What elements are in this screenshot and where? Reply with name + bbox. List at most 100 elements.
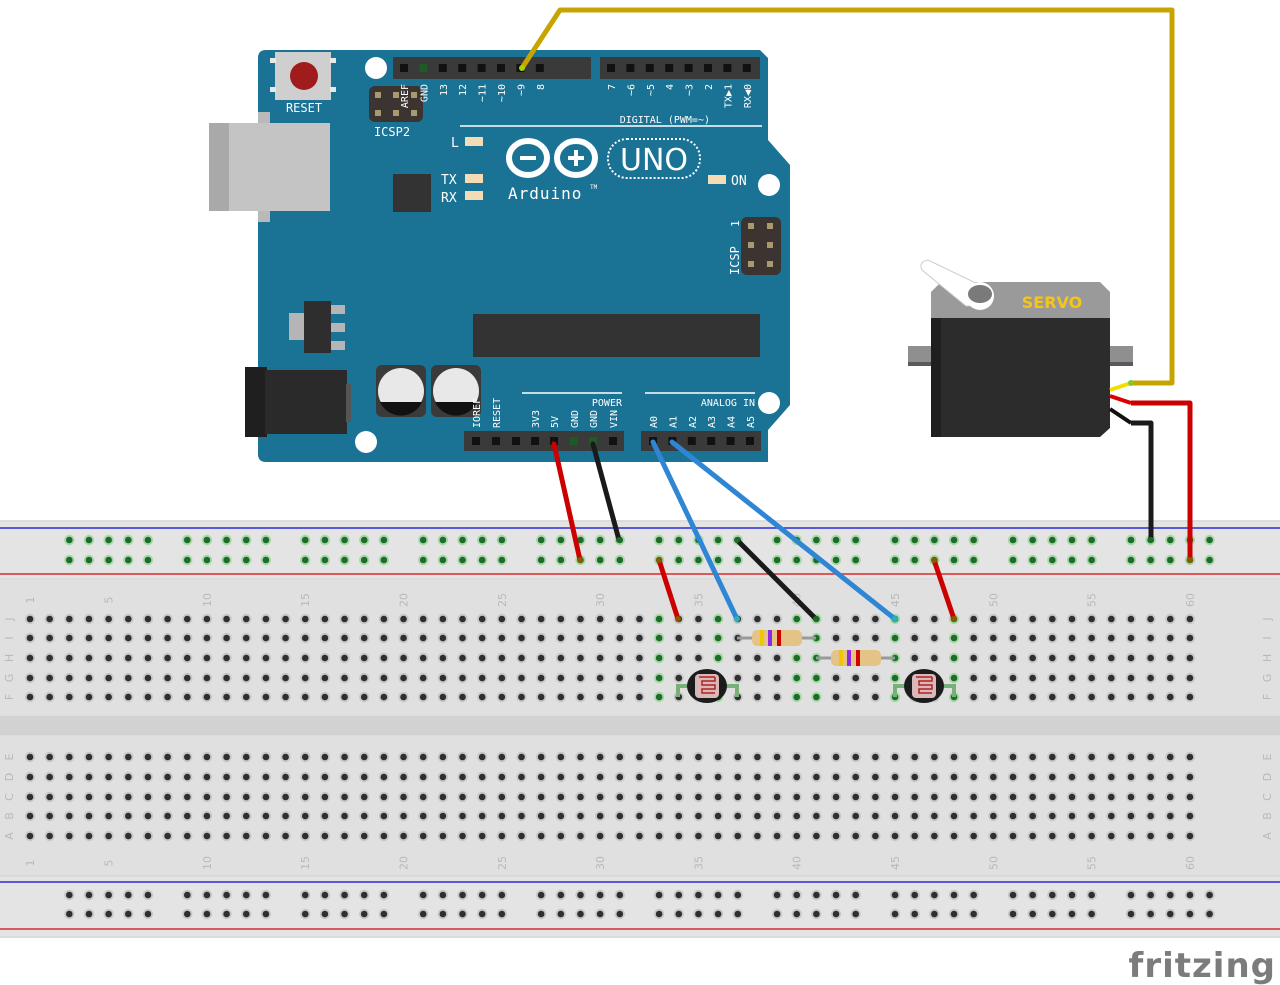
breadboard-hole[interactable]	[614, 672, 625, 684]
breadboard-hole[interactable]	[300, 672, 311, 684]
photoresistor-1[interactable]	[676, 669, 739, 703]
breadboard-hole[interactable]	[909, 613, 920, 625]
breadboard-hole[interactable]	[516, 771, 527, 783]
breadboard-hole[interactable]	[870, 613, 881, 625]
rail-hole[interactable]	[1145, 554, 1156, 566]
rail-hole[interactable]	[673, 554, 684, 566]
breadboard-hole[interactable]	[948, 830, 960, 842]
breadboard-hole[interactable]	[1066, 810, 1078, 822]
breadboard-hole[interactable]	[83, 672, 95, 684]
breadboard-hole[interactable]	[614, 771, 625, 783]
breadboard-hole[interactable]	[948, 810, 960, 822]
breadboard-hole[interactable]	[44, 791, 55, 803]
breadboard-hole[interactable]	[575, 672, 586, 684]
rail-hole[interactable]	[378, 908, 390, 920]
header-pin[interactable]: ~5	[645, 64, 657, 96]
breadboard-hole[interactable]	[948, 652, 960, 664]
breadboard-hole[interactable]	[1066, 691, 1078, 703]
breadboard-hole[interactable]	[1125, 751, 1137, 763]
rail-hole[interactable]	[476, 889, 488, 901]
breadboard-hole[interactable]	[103, 691, 114, 703]
breadboard-hole[interactable]	[241, 632, 252, 644]
breadboard-hole[interactable]	[1066, 652, 1078, 664]
breadboard-hole[interactable]	[614, 691, 625, 703]
breadboard-hole[interactable]	[732, 652, 743, 664]
rail-hole[interactable]	[221, 534, 232, 546]
breadboard-hole[interactable]	[24, 652, 36, 664]
breadboard-hole[interactable]	[476, 791, 488, 803]
breadboard-hole[interactable]	[457, 810, 468, 822]
breadboard-hole[interactable]	[850, 751, 861, 763]
breadboard-hole[interactable]	[811, 791, 822, 803]
breadboard-hole[interactable]	[555, 810, 567, 822]
breadboard-hole[interactable]	[418, 751, 429, 763]
breadboard-hole[interactable]	[1165, 810, 1176, 822]
breadboard-hole[interactable]	[1027, 652, 1038, 664]
breadboard-hole[interactable]	[1184, 771, 1196, 783]
breadboard-hole[interactable]	[1106, 791, 1117, 803]
rail-hole[interactable]	[1145, 889, 1156, 901]
rail-hole[interactable]	[929, 534, 940, 546]
breadboard-hole[interactable]	[378, 830, 390, 842]
breadboard-hole[interactable]	[280, 672, 291, 684]
rail-hole[interactable]	[673, 534, 684, 546]
breadboard-hole[interactable]	[693, 771, 704, 783]
breadboard-hole[interactable]	[752, 830, 763, 842]
rail-hole[interactable]	[241, 889, 252, 901]
breadboard-hole[interactable]	[241, 672, 252, 684]
breadboard-hole[interactable]	[712, 771, 724, 783]
rail-hole[interactable]	[1184, 889, 1196, 901]
rail-hole[interactable]	[575, 908, 586, 920]
breadboard-hole[interactable]	[929, 771, 940, 783]
rail-hole[interactable]	[260, 908, 272, 920]
breadboard-hole[interactable]	[594, 691, 606, 703]
breadboard-hole[interactable]	[1047, 810, 1058, 822]
rail-hole[interactable]	[1165, 889, 1176, 901]
breadboard-hole[interactable]	[319, 791, 331, 803]
breadboard-hole[interactable]	[398, 652, 409, 664]
breadboard-hole[interactable]	[929, 751, 940, 763]
rail-hole[interactable]	[811, 889, 822, 901]
breadboard-hole[interactable]	[44, 771, 55, 783]
breadboard-hole[interactable]	[437, 810, 449, 822]
breadboard-hole[interactable]	[457, 672, 468, 684]
rail-hole[interactable]	[732, 554, 743, 566]
breadboard-hole[interactable]	[555, 791, 567, 803]
breadboard-hole[interactable]	[1165, 652, 1176, 664]
breadboard-hole[interactable]	[575, 632, 586, 644]
rail-hole[interactable]	[496, 889, 508, 901]
breadboard-hole[interactable]	[771, 751, 783, 763]
breadboard-hole[interactable]	[693, 810, 704, 822]
rail-hole[interactable]	[850, 554, 861, 566]
wire-vcc-to-ldr2[interactable]	[931, 557, 957, 622]
breadboard-hole[interactable]	[850, 672, 861, 684]
breadboard-hole[interactable]	[398, 632, 409, 644]
breadboard-hole[interactable]	[535, 672, 547, 684]
breadboard-hole[interactable]	[241, 652, 252, 664]
breadboard-hole[interactable]	[673, 652, 684, 664]
breadboard-hole[interactable]	[496, 751, 508, 763]
breadboard-hole[interactable]	[44, 691, 55, 703]
header-pin[interactable]: A4	[726, 416, 738, 445]
rail-hole[interactable]	[1204, 889, 1215, 901]
breadboard-hole[interactable]	[260, 810, 272, 822]
breadboard-hole[interactable]	[1066, 771, 1078, 783]
breadboard-hole[interactable]	[221, 632, 232, 644]
rail-hole[interactable]	[241, 554, 252, 566]
breadboard-hole[interactable]	[1125, 632, 1137, 644]
rail-hole[interactable]	[1125, 554, 1137, 566]
breadboard-hole[interactable]	[83, 751, 95, 763]
breadboard-hole[interactable]	[653, 810, 665, 822]
breadboard-hole[interactable]	[673, 771, 684, 783]
breadboard-hole[interactable]	[260, 830, 272, 842]
breadboard-hole[interactable]	[712, 830, 724, 842]
rail-hole[interactable]	[830, 889, 842, 901]
breadboard-hole[interactable]	[123, 751, 134, 763]
rail-hole[interactable]	[1086, 908, 1097, 920]
breadboard-hole[interactable]	[182, 613, 193, 625]
breadboard-hole[interactable]	[830, 672, 842, 684]
rail-hole[interactable]	[260, 534, 272, 546]
breadboard-hole[interactable]	[44, 613, 55, 625]
breadboard-hole[interactable]	[575, 810, 586, 822]
breadboard-hole[interactable]	[24, 632, 36, 644]
